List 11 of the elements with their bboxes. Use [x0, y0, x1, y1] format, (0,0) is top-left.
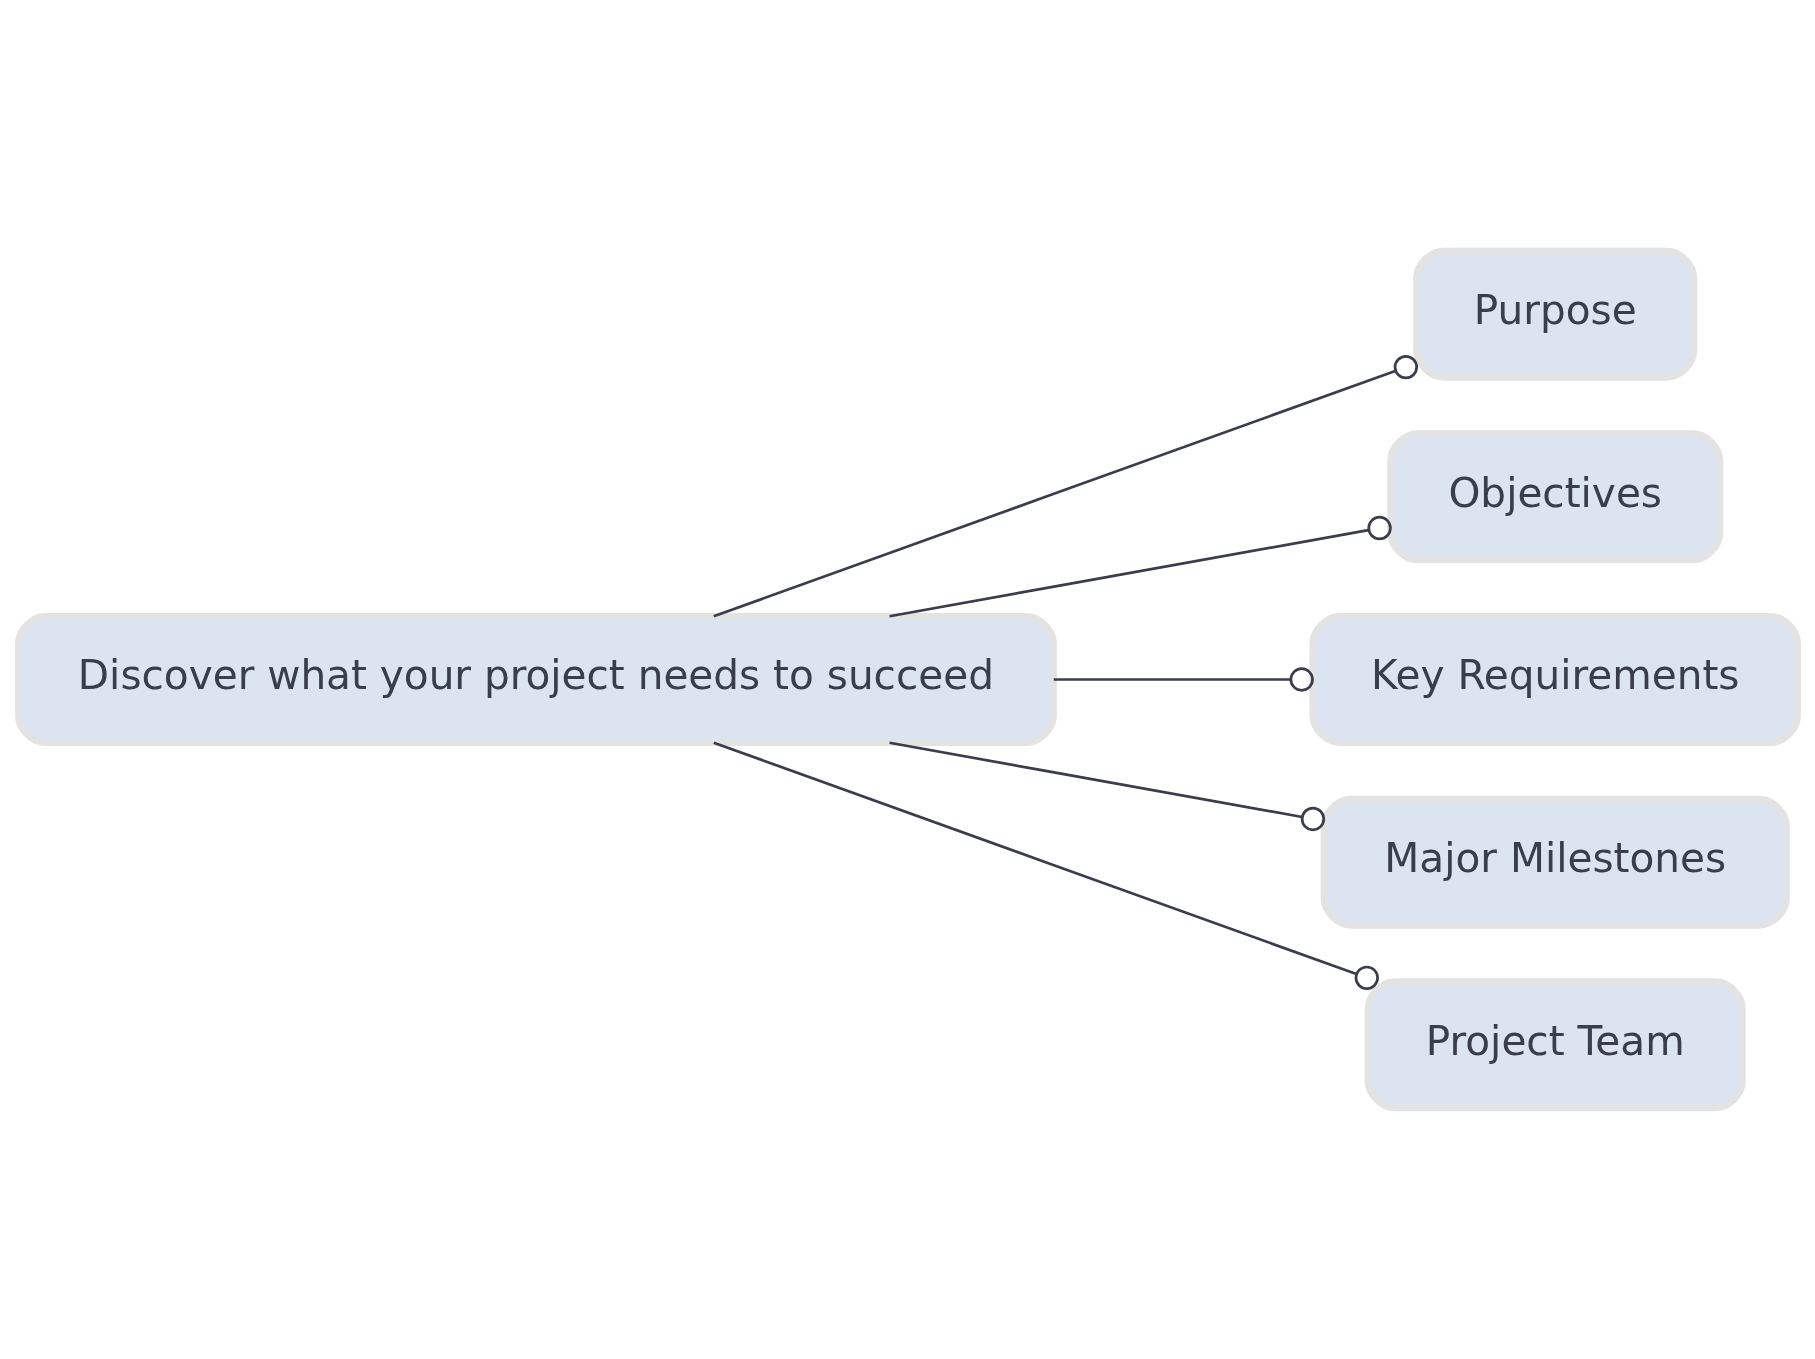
connector: [888, 741, 1325, 832]
node-box: Discover what your project needs to succeed: [14, 612, 1057, 747]
connector: [1053, 667, 1314, 692]
connector: [712, 741, 1379, 990]
node-box: Objectives: [1386, 430, 1723, 564]
node-box: Key Requirements: [1308, 612, 1801, 747]
node-box: Major Milestones: [1320, 795, 1790, 929]
node-box: Purpose: [1412, 247, 1697, 381]
connector: [712, 354, 1418, 618]
node-box: Project Team: [1364, 978, 1746, 1112]
connector: [888, 515, 1392, 618]
